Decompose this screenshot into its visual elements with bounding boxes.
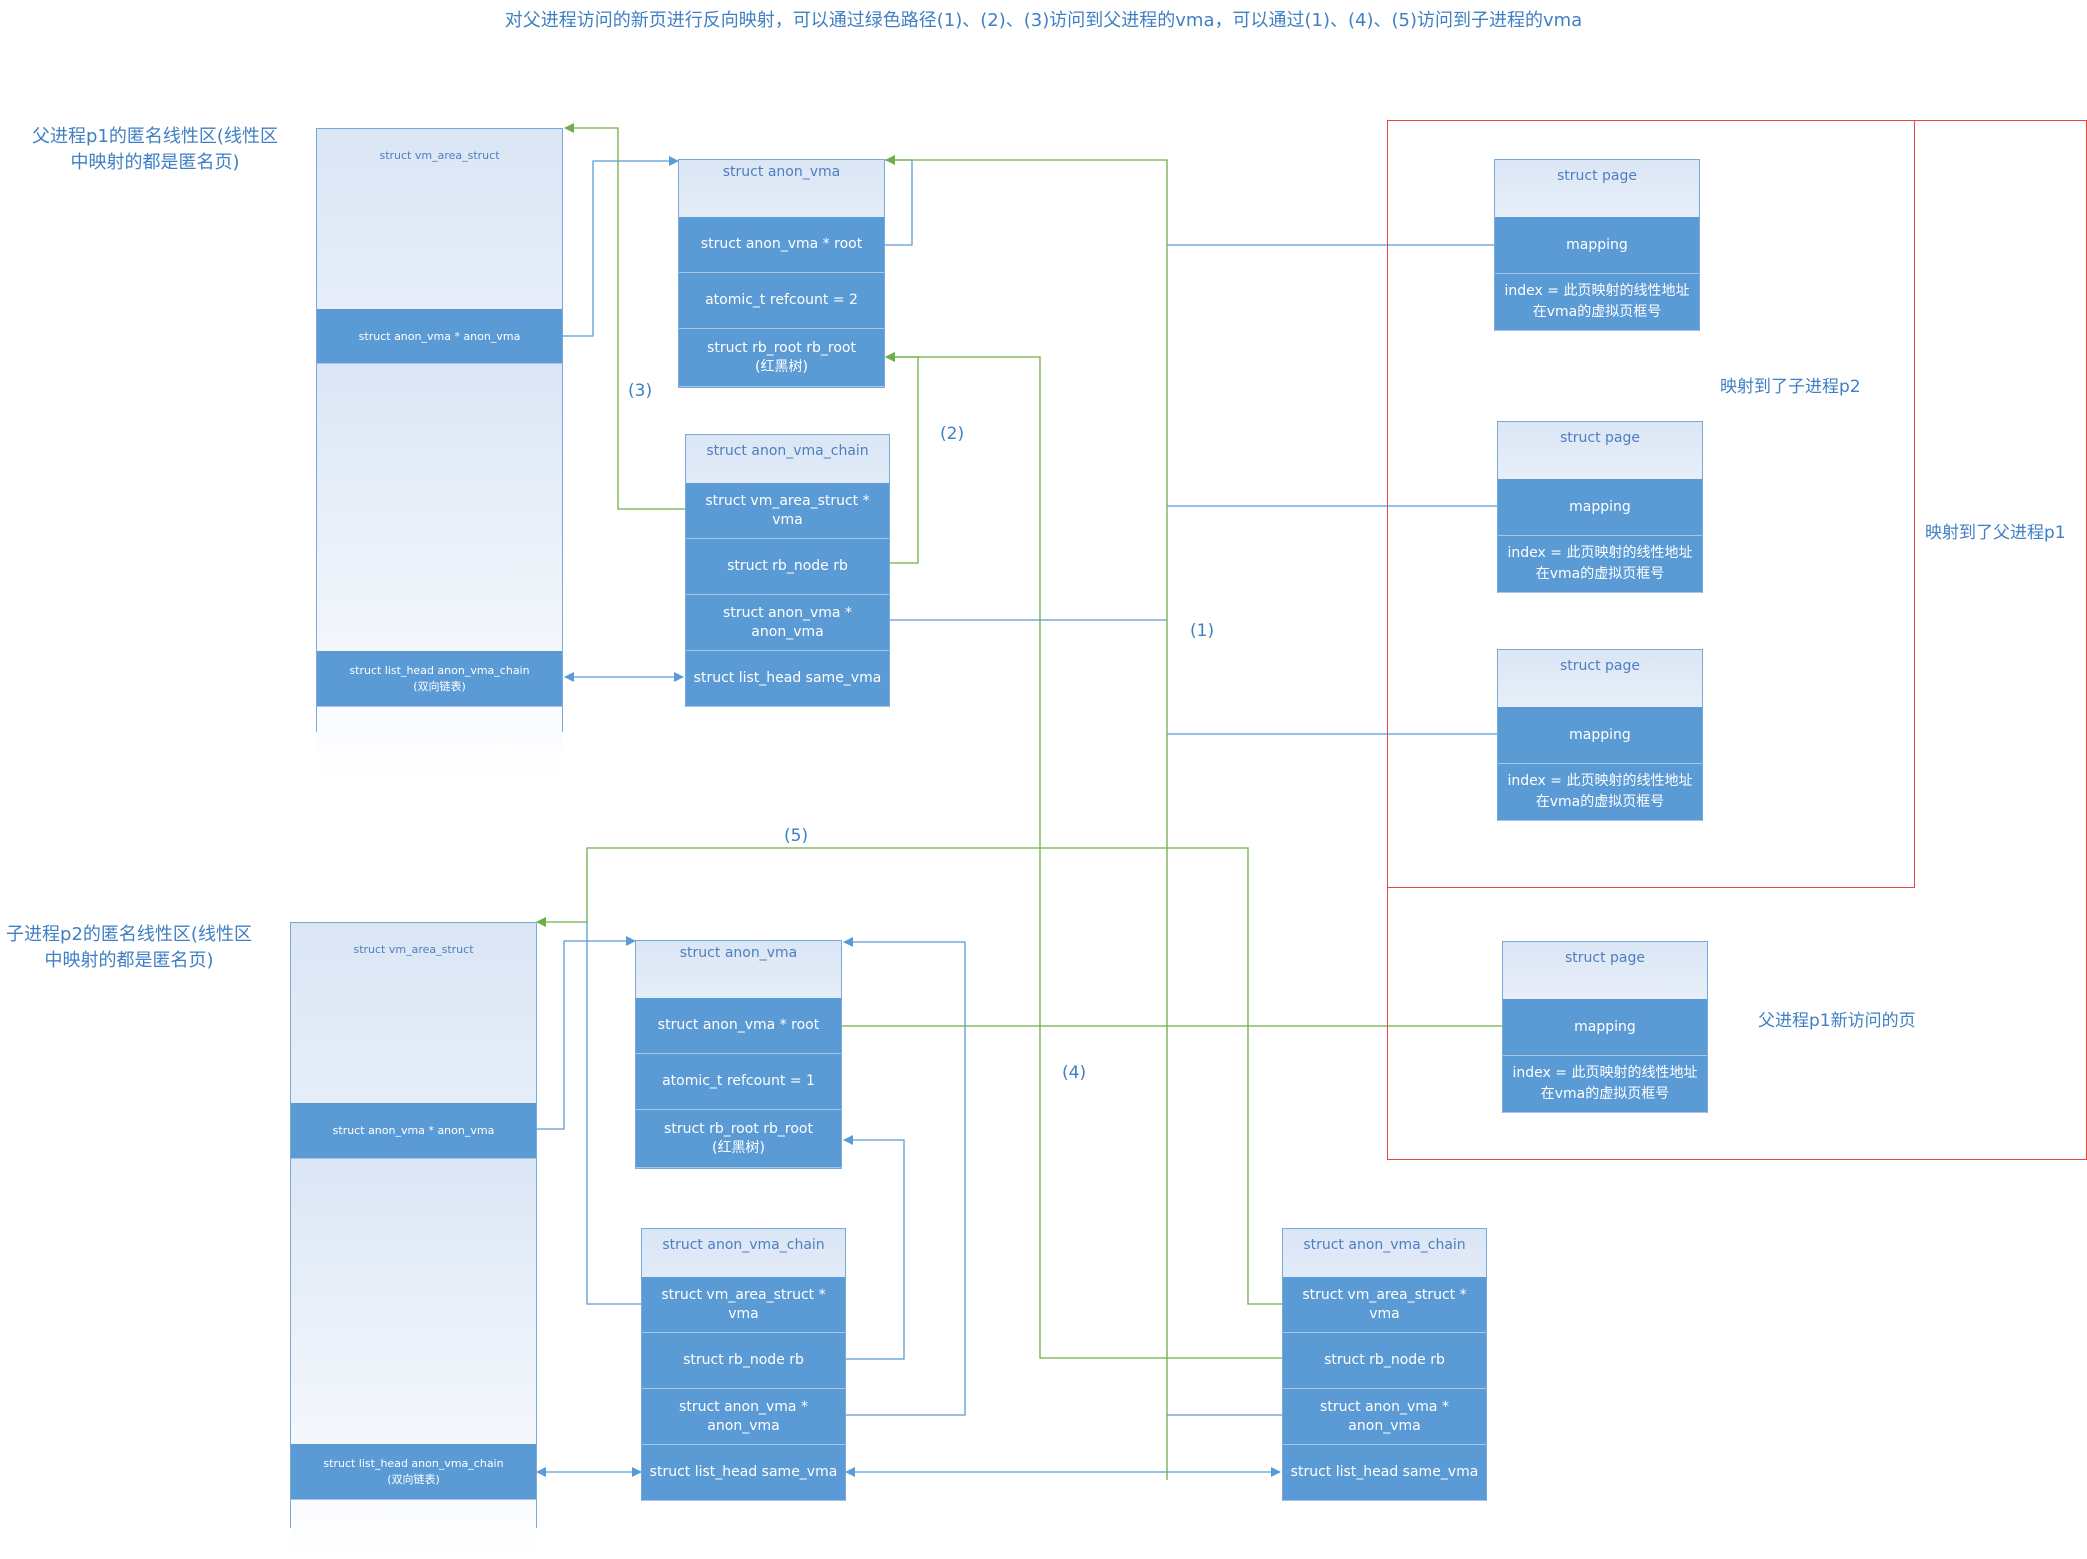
page-mapping-field: mapping (1498, 479, 1702, 536)
p1-mapping-frame (1387, 120, 2087, 1160)
child-anon-vma-chain: struct anon_vma_chain struct vm_area_str… (641, 1228, 846, 1501)
vm-area-struct-header: struct vm_area_struct (379, 149, 500, 162)
anon-vma-chain-header: struct anon_vma_chain (706, 443, 869, 459)
anon-vma-refcount-field: atomic_t refcount = 1 (636, 1054, 841, 1110)
avc-same-vma-field: struct list_head same_vma (686, 651, 889, 707)
path-3-vma (564, 123, 685, 510)
path-label-2: (2) (940, 424, 965, 444)
vm-area-struct-header: struct vm_area_struct (353, 943, 474, 956)
path-4-rb (885, 352, 1282, 1359)
vma-anon-vma-field: struct anon_vma * anon_vma (317, 309, 562, 364)
avc-rb-field: struct rb_node rb (686, 539, 889, 595)
struct-page-1: struct page mapping index = 此页映射的线性地址 在v… (1494, 159, 1700, 331)
parent-vma-label: 父进程p1的匿名线性区(线性区中映射的都是匿名页) (32, 126, 278, 173)
struct-page-3: struct page mapping index = 此页映射的线性地址 在v… (1497, 649, 1703, 821)
child-vm-area-struct: struct vm_area_struct struct anon_vma * … (290, 922, 537, 1559)
anon-vma-refcount-field: atomic_t refcount = 2 (679, 273, 884, 329)
page-index-field: index = 此页映射的线性地址 在vma的虚拟页框号 (1498, 536, 1702, 593)
link-child-avc-vma (586, 922, 641, 1305)
avc-rb-field: struct rb_node rb (642, 1333, 845, 1389)
avc-anon-vma-field: struct anon_vma * anon_vma (686, 595, 889, 651)
mapped-p1-label: 映射到了父进程p1 (1925, 523, 2066, 543)
avc-vma-field: struct vm_area_struct * vma (642, 1277, 845, 1333)
page-mapping-field: mapping (1503, 999, 1707, 1056)
parent-vm-area-struct: struct vm_area_struct struct anon_vma * … (316, 128, 563, 779)
child-anon-vma-chain-2: struct anon_vma_chain struct vm_area_str… (1282, 1228, 1487, 1501)
mapped-p2-label: 映射到了子进程p2 (1720, 377, 1861, 397)
anon-vma-rb-root-field: struct rb_root rb_root (红黑树) (679, 329, 884, 387)
page-index-field: index = 此页映射的线性地址 在vma的虚拟页框号 (1495, 274, 1699, 331)
avc-rb-field: struct rb_node rb (1283, 1333, 1486, 1389)
struct-page-new: struct page mapping index = 此页映射的线性地址 在v… (1502, 941, 1708, 1113)
page-header: struct page (1564, 950, 1645, 966)
page-header: struct page (1559, 430, 1640, 446)
anon-vma-header: struct anon_vma (679, 945, 798, 961)
anon-vma-chain-header: struct anon_vma_chain (662, 1237, 825, 1253)
child-anon-vma: struct anon_vma struct anon_vma * root a… (635, 940, 842, 1169)
page-index-field: index = 此页映射的线性地址 在vma的虚拟页框号 (1503, 1056, 1707, 1113)
anon-vma-root-field: struct anon_vma * root (679, 217, 884, 273)
anon-vma-chain-header: struct anon_vma_chain (1303, 1237, 1466, 1253)
path-label-4: (4) (1062, 1063, 1087, 1083)
child-vma-label: 子进程p2的匿名线性区(线性区中映射的都是匿名页) (6, 924, 252, 971)
vma-anon-vma-field: struct anon_vma * anon_vma (291, 1103, 536, 1159)
path-5-vma (536, 847, 1282, 1305)
link-child-vma-to-anon-vma (537, 936, 636, 1130)
avc-anon-vma-field: struct anon_vma * anon_vma (642, 1389, 845, 1445)
vma-anon-vma-chain-field: struct list_head anon_vma_chain (双向链表) (317, 651, 562, 707)
anon-vma-root-field: struct anon_vma * root (636, 998, 841, 1054)
avc-same-vma-field: struct list_head same_vma (1283, 1445, 1486, 1501)
anon-vma-rb-root-field: struct rb_root rb_root (红黑树) (636, 1110, 841, 1168)
path-2-rb (885, 352, 919, 564)
anon-vma-header: struct anon_vma (722, 164, 841, 180)
link-parent-vma-to-anon-vma (563, 156, 679, 337)
page-mapping-field: mapping (1498, 707, 1702, 764)
link-parent-root-self (884, 159, 913, 246)
avc-same-vma-field: struct list_head same_vma (642, 1445, 845, 1501)
page-index-field: index = 此页映射的线性地址 在vma的虚拟页框号 (1498, 764, 1702, 821)
path-label-1: (1) (1190, 621, 1215, 641)
new-page-label: 父进程p1新访问的页 (1758, 1011, 1916, 1031)
avc-anon-vma-field: struct anon_vma * anon_vma (1283, 1389, 1486, 1445)
avc-vma-field: struct vm_area_struct * vma (686, 483, 889, 539)
parent-anon-vma-chain: struct anon_vma_chain struct vm_area_str… (685, 434, 890, 707)
struct-page-2: struct page mapping index = 此页映射的线性地址 在v… (1497, 421, 1703, 593)
path-1-trunk (885, 155, 1168, 1480)
vma-anon-vma-chain-field: struct list_head anon_vma_chain (双向链表) (291, 1444, 536, 1500)
avc-vma-field: struct vm_area_struct * vma (1283, 1277, 1486, 1333)
parent-anon-vma: struct anon_vma struct anon_vma * root a… (678, 159, 885, 388)
path-label-5: (5) (784, 826, 809, 846)
diagram-title: 对父进程访问的新页进行反向映射，可以通过绿色路径(1)、(2)、(3)访问到父进… (504, 10, 1583, 31)
page-header: struct page (1556, 168, 1637, 184)
path-label-3: (3) (628, 381, 653, 401)
link-child-avc-rb (843, 1135, 905, 1360)
page-mapping-field: mapping (1495, 217, 1699, 274)
page-header: struct page (1559, 658, 1640, 674)
link-child-avc-anon-vma (843, 937, 966, 1416)
